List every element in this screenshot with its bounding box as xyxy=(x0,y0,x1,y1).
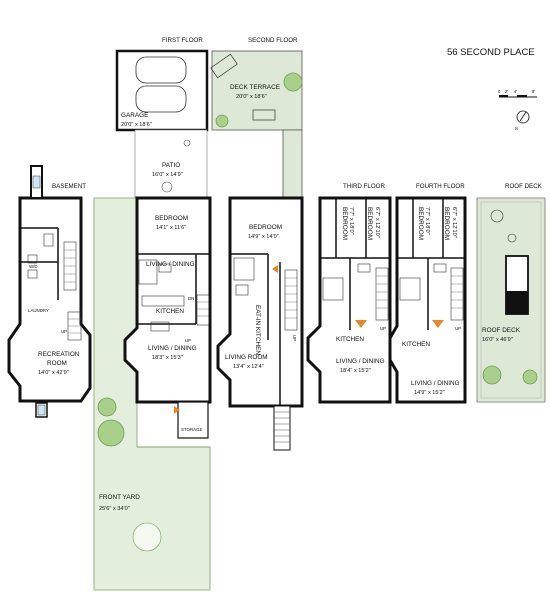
room-kitchen-4f: KITCHEN xyxy=(402,341,430,348)
room-bedroom-2f: BEDROOM xyxy=(249,224,282,231)
stair-arrow-icon xyxy=(432,320,444,328)
room-bedroom-1f-dim: 14'1" x 11'6" xyxy=(156,225,186,231)
north-arrow-icon: N xyxy=(515,110,530,131)
room-bedroom-4f-a-dim: 7'7" x 18'0" xyxy=(424,207,430,235)
room-bedroom-4f-b-dim: 6'7" x 12'10" xyxy=(451,207,457,238)
room-bedroom-2f-dim: 14'9" x 14'0" xyxy=(248,234,279,240)
fourth-floor-plan: BEDROOM 7'7" x 18'0" BEDROOM 6'7" x 12'1… xyxy=(388,196,467,404)
title-first-floor: FIRST FLOOR xyxy=(162,37,203,44)
room-living-dining-4f-dim: 14'9" x 15'2" xyxy=(414,390,445,396)
title-basement: BASEMENT xyxy=(52,183,86,190)
deck-terrace: DECK TERRACE 20'0" x 18'6" xyxy=(210,50,303,199)
tree-icon xyxy=(97,419,125,447)
scale-label-8: 8' xyxy=(532,89,535,94)
patio: PATIO 16'0" x 14'9" xyxy=(134,129,208,199)
room-living-dining-4f: LIVING / DINING xyxy=(411,380,460,387)
room-bedroom-4f-a: BEDROOM xyxy=(417,207,424,240)
label-up-1f: UP xyxy=(185,338,191,343)
title-third-floor: THIRD FLOOR xyxy=(343,183,385,190)
room-bedroom-3f-b-dim: 6'7" x 12'10" xyxy=(374,207,380,238)
tree-icon xyxy=(482,365,502,385)
room-garage-dim: 20'0" x 18'6" xyxy=(121,122,152,128)
scale-label-4: 4' xyxy=(514,89,517,94)
title-fourth-floor: FOURTH FLOOR xyxy=(416,183,465,190)
room-living-dining-3f-dim: 18'4" x 15'2" xyxy=(340,368,371,374)
room-eat-in-kitchen: EAT-IN KITCHEN xyxy=(254,305,261,355)
room-deck-terrace-dim: 20'0" x 18'6" xyxy=(236,94,267,100)
scale-bar: 0 2' 4' 8' xyxy=(498,89,537,98)
label-up-2f: UP xyxy=(292,335,297,341)
tree-icon xyxy=(522,369,538,385)
room-patio-dim: 16'0" x 14'9" xyxy=(152,172,183,178)
room-storage: STORAGE xyxy=(181,427,202,432)
north-label: N xyxy=(515,126,518,131)
room-garage: GARAGE xyxy=(121,112,148,119)
scale-label-2: 2' xyxy=(505,89,508,94)
tree-icon xyxy=(215,114,229,128)
room-living-room-2f: LIVING ROOM xyxy=(225,354,268,361)
room-bedroom-3f-a-dim: 7'7" x 18'0" xyxy=(348,207,354,235)
room-living-dining-3f: LIVING / DINING xyxy=(336,358,385,365)
room-bedroom-4f-b: BEDROOM xyxy=(443,207,450,240)
room-recreation-2: ROOM xyxy=(47,360,67,367)
room-bedroom-3f-a: BEDROOM xyxy=(341,207,348,240)
roof-deck-plan: ROOF DECK 16'0" x 46'9" xyxy=(476,197,546,403)
title-roof-deck: ROOF DECK xyxy=(505,183,543,190)
stair-arrow-icon xyxy=(355,320,367,328)
room-kitchen-3f: KITCHEN xyxy=(336,336,364,343)
room-living-room-2f-dim: 13'4" x 12'4" xyxy=(233,364,264,370)
tree-icon xyxy=(283,72,303,92)
room-living-dining-1f-dim: 18'3" x 15'3" xyxy=(152,355,183,361)
room-front-yard-dim: 25'6" x 34'0" xyxy=(99,506,130,512)
basement-plan: LAUNDRY W/D UP RECREATION ROOM 14'0" x 4… xyxy=(7,165,92,418)
car-icon xyxy=(135,56,187,84)
label-up-basement: UP xyxy=(61,329,67,334)
room-kitchen-1f: KITCHEN xyxy=(156,308,184,315)
label-dn-1f: DN xyxy=(188,296,194,301)
room-roof-deck: ROOF DECK xyxy=(482,327,521,334)
room-bedroom-1f: BEDROOM xyxy=(155,215,188,222)
tree-icon xyxy=(132,522,162,552)
tree-icon xyxy=(97,397,117,417)
room-recreation: RECREATION xyxy=(38,351,80,358)
scale-label-0: 0 xyxy=(498,89,501,94)
room-bedroom-3f-b: BEDROOM xyxy=(366,207,373,240)
label-up-3f: UP xyxy=(380,326,386,331)
second-floor-plan: BEDROOM 14'9" x 14'0" EAT-IN KITCHEN UP … xyxy=(216,196,304,451)
label-wd: W/D xyxy=(29,264,38,269)
address-title: 56 SECOND PLACE xyxy=(447,47,535,58)
stair-arrow-icon xyxy=(272,265,278,273)
label-up-4f: UP xyxy=(455,326,461,331)
room-living-dining-1f-b: LIVING / DINING xyxy=(148,345,197,352)
room-laundry: LAUNDRY xyxy=(28,308,49,313)
room-patio: PATIO xyxy=(162,162,180,169)
title-second-floor: SECOND FLOOR xyxy=(248,37,298,44)
room-living-dining-1f: LIVING / DINING xyxy=(146,261,195,268)
room-front-yard: FRONT YARD xyxy=(99,494,140,501)
first-floor-plan: BEDROOM 14'1" x 11'6" LIVING / DINING KI… xyxy=(123,196,212,439)
entry-stoop xyxy=(273,405,291,451)
garage: GARAGE 20'0" x 18'6" xyxy=(115,49,209,132)
car-icon xyxy=(135,85,187,113)
room-recreation-dim: 14'0" x 42'9" xyxy=(38,370,69,376)
room-deck-terrace: DECK TERRACE xyxy=(230,84,280,91)
stair-arrow-icon xyxy=(174,406,180,414)
room-roof-deck-dim: 16'0" x 46'9" xyxy=(482,337,513,343)
third-floor-plan: BEDROOM 7'7" x 18'0" BEDROOM 6'7" x 12'1… xyxy=(306,196,392,404)
